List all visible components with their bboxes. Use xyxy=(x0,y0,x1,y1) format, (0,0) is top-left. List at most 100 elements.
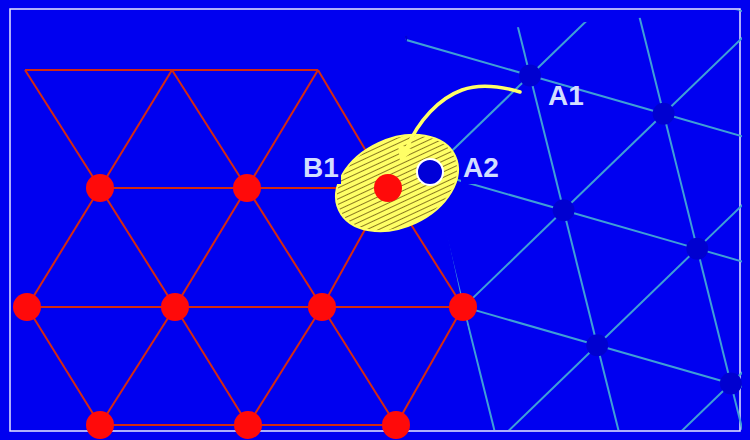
atom-label: A1 xyxy=(546,80,586,112)
blue-atom xyxy=(285,123,307,145)
lattice-bond xyxy=(464,307,598,345)
lattice-bond xyxy=(100,70,172,188)
lattice-bond xyxy=(731,287,750,384)
lattice-bond xyxy=(175,306,322,308)
lattice-bond xyxy=(564,210,698,248)
blue-atom xyxy=(586,334,608,356)
lattice-bond xyxy=(496,0,530,75)
lattice-bond xyxy=(664,17,750,114)
lattice-bond xyxy=(100,424,248,426)
red-atom xyxy=(449,293,477,321)
lattice-bond xyxy=(630,0,750,17)
move-arrowhead xyxy=(398,144,414,162)
lattice-bond xyxy=(247,188,322,307)
blue-atom xyxy=(553,199,575,221)
red-atom xyxy=(234,411,262,439)
lattice-bond xyxy=(330,269,464,307)
blue-atom xyxy=(653,103,675,125)
blue-atom xyxy=(85,316,107,338)
red-lattice xyxy=(25,70,463,425)
lattice-bond xyxy=(196,230,230,365)
lattice-bond xyxy=(330,269,364,404)
blue-atom xyxy=(252,0,274,10)
lattice-bond xyxy=(697,152,750,249)
atom-label: B1 xyxy=(301,152,341,184)
red-atom xyxy=(161,293,189,321)
blue-atom xyxy=(0,412,7,434)
lattice-bond xyxy=(63,192,197,230)
a2-atom xyxy=(417,159,443,185)
lattice-bond xyxy=(230,365,364,403)
blue-atom xyxy=(185,219,207,241)
lattice-bond xyxy=(175,307,248,425)
lattice-bond xyxy=(597,345,731,383)
lattice-bond xyxy=(697,249,731,384)
lattice-bond xyxy=(0,423,30,440)
move-arrow xyxy=(406,86,520,150)
lattice-bond xyxy=(100,187,247,189)
frame xyxy=(10,9,740,431)
lattice-bond xyxy=(322,306,463,308)
lattice-bond xyxy=(27,307,100,425)
lattice-bond xyxy=(396,0,496,37)
lattice-bond xyxy=(631,383,731,440)
lattice-bond xyxy=(27,188,100,307)
blue-atom xyxy=(353,392,375,414)
lattice-bond xyxy=(29,57,63,192)
lattice-bond xyxy=(130,365,230,440)
lattice-bond xyxy=(100,307,175,425)
blue-atom xyxy=(319,258,341,280)
lattice-bond xyxy=(264,403,364,440)
lattice-bond xyxy=(630,0,664,114)
blue-atom xyxy=(519,64,541,86)
lattice-bond xyxy=(0,19,29,57)
red-atom xyxy=(308,293,336,321)
lattice-bond xyxy=(664,114,750,152)
lattice-bond xyxy=(0,0,29,57)
lattice-bond xyxy=(396,37,530,75)
lattice-bond xyxy=(364,307,464,404)
lattice-bond xyxy=(363,0,397,37)
red-atom xyxy=(374,174,402,202)
lattice-bond xyxy=(322,307,396,425)
red-atoms xyxy=(13,174,477,439)
lattice-bond xyxy=(0,192,63,289)
blue-atom xyxy=(18,46,40,68)
lattice-bond xyxy=(0,154,63,192)
lattice-bond xyxy=(129,0,163,95)
blue-atom xyxy=(486,431,508,440)
atom-label: A2 xyxy=(461,152,501,184)
lattice-bond xyxy=(464,307,498,440)
lattice-bond xyxy=(163,0,263,95)
lattice-bond xyxy=(196,230,330,268)
lattice-bond xyxy=(163,95,197,230)
lattice-bond xyxy=(396,307,463,425)
lattice-bond xyxy=(248,424,396,426)
lattice-bond xyxy=(497,345,597,440)
lattice-bond xyxy=(730,0,750,17)
lattice-bond xyxy=(175,188,247,307)
lattice-bond xyxy=(96,327,230,365)
red-atom xyxy=(382,411,410,439)
lattice-bond xyxy=(597,345,631,440)
blue-atom xyxy=(52,181,74,203)
lattice-bond xyxy=(172,69,318,71)
red-atom xyxy=(86,174,114,202)
lattice-bond xyxy=(248,307,322,425)
lattice-bond xyxy=(0,57,29,154)
lattice-bond xyxy=(564,210,598,345)
lattice-bond xyxy=(27,306,175,308)
lattice-bond xyxy=(29,0,129,57)
lattice-bond xyxy=(172,70,247,188)
lattice-bond xyxy=(364,403,498,440)
lattice-bond xyxy=(263,0,397,37)
lattice-bond xyxy=(530,75,664,113)
lattice-bond xyxy=(597,249,697,346)
red-atom xyxy=(86,411,114,439)
lattice-bond xyxy=(664,114,698,249)
red-atom xyxy=(233,174,261,202)
lattice-bond xyxy=(29,57,163,95)
blue-atom xyxy=(385,26,407,48)
